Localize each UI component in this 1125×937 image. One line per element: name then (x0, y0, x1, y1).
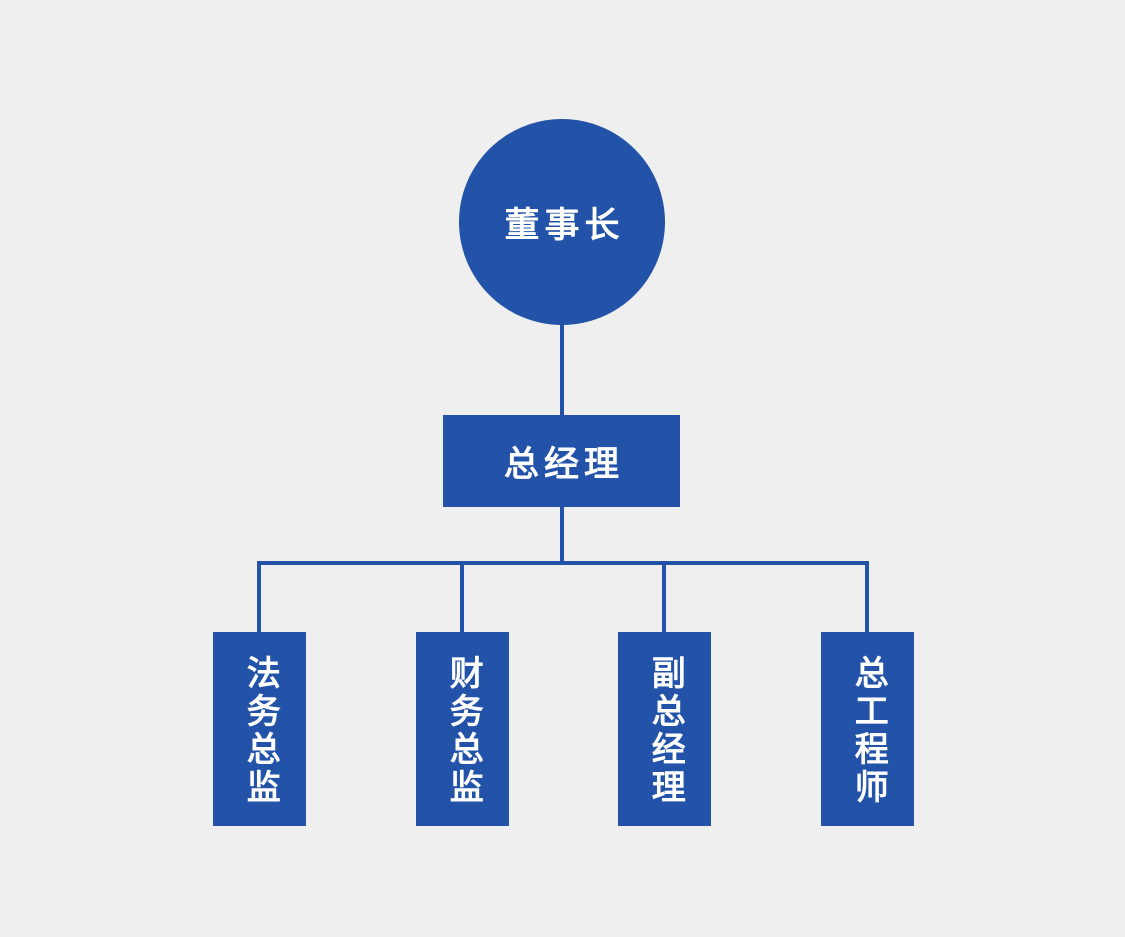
org-node-chief-engineer: 总工程师 (821, 632, 914, 826)
org-node-legal-director: 法务总监 (213, 632, 306, 826)
org-node-chief-engineer-label: 总工程师 (849, 655, 888, 807)
org-node-general-manager: 总经理 (443, 415, 680, 507)
org-node-finance-director: 财务总监 (416, 632, 509, 826)
connector-drop-legal-director (257, 561, 261, 632)
org-node-general-manager-label: 总经理 (503, 444, 624, 484)
org-node-finance-director-label: 财务总监 (444, 655, 483, 807)
org-node-deputy-general-manager-label: 副总经理 (646, 655, 685, 807)
connector-drop-finance-director (460, 561, 464, 632)
connector-gm-down (560, 507, 564, 563)
connector-horizontal-bus (257, 561, 869, 565)
connector-drop-chief-engineer (865, 561, 869, 632)
connector-chairman-to-gm (560, 325, 564, 415)
org-node-chairman: 董事长 (459, 119, 665, 325)
org-node-legal-director-label: 法务总监 (241, 655, 280, 807)
connector-drop-deputy-gm (662, 561, 666, 632)
org-node-deputy-general-manager: 副总经理 (618, 632, 711, 826)
org-node-chairman-label: 董事长 (504, 205, 625, 245)
